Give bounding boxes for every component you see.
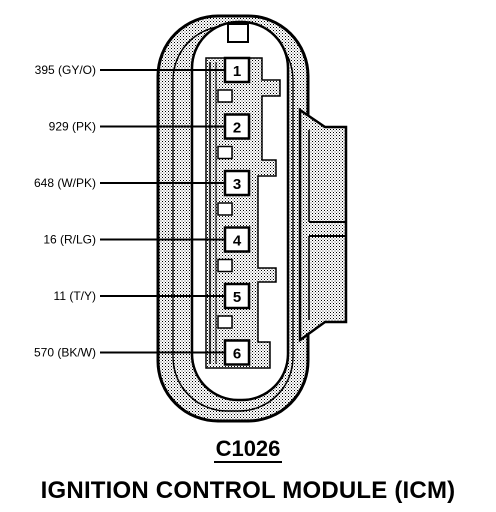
circuit-label-pin-3: 648 (W/PK) [34,176,96,190]
pin-number-2: 2 [233,120,241,137]
module-title: IGNITION CONTROL MODULE (ICM) [40,477,456,504]
pin-number-3: 3 [233,176,241,193]
key-slot [227,23,249,43]
terminal-windows [217,89,233,329]
connector-id: C1026 [0,436,496,463]
connector-id-text: C1026 [213,436,283,463]
terminal-window [217,89,233,103]
pin-box-4 [223,226,251,253]
pin-box-1 [223,56,251,84]
pin-number-4: 4 [233,233,242,250]
pin-number-6: 6 [233,346,241,363]
pin-box-3 [223,169,251,197]
circuit-label-pin-4: 16 (R/LG) [43,233,96,247]
circuit-label-pin-5: 11 (T/Y) [54,289,96,303]
leader-lines [100,69,225,354]
terminal-window [217,315,233,329]
pin-box-5 [223,282,251,310]
pin-box-6 [223,339,251,366]
circuit-label-pin-2: 929 (PK) [49,120,96,134]
terminal-window [217,202,233,216]
pin-number-5: 5 [233,289,241,306]
terminal-window [217,145,233,160]
pin-number-1: 1 [233,63,241,80]
circuit-label-pin-6: 570 (BK/W) [34,346,96,360]
circuit-labels: 395 (GY/O) 929 (PK) 648 (W/PK) 16 (R/LG) 11 … [34,63,96,360]
pin-box-2 [223,113,251,140]
circuit-label-pin-1: 395 (GY/O) [35,63,96,77]
pin-group: 1 2 3 4 5 6 [223,56,251,366]
connector-lock-tab [298,107,348,343]
terminal-window [217,258,233,273]
